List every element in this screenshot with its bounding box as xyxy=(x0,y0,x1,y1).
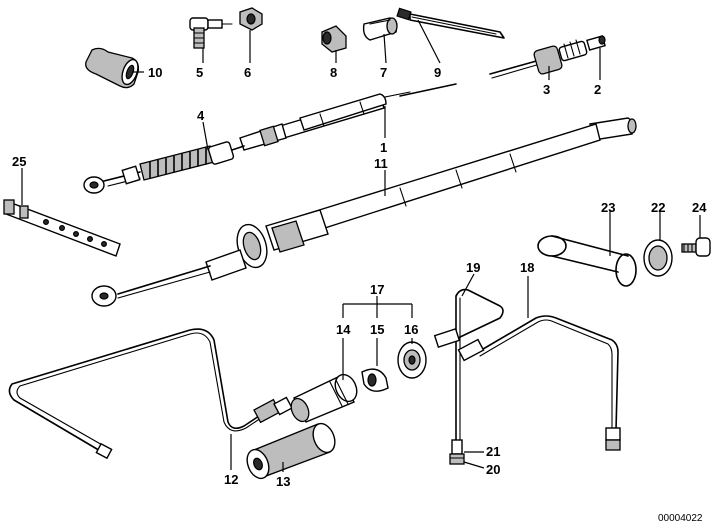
callout-4: 4 xyxy=(197,108,205,123)
part-24-bolt xyxy=(681,237,711,257)
callout-20: 20 xyxy=(486,462,500,477)
callout-10: 10 xyxy=(148,65,162,80)
part-15-bushing xyxy=(361,368,389,392)
callout-19: 19 xyxy=(466,260,480,275)
callout-15: 15 xyxy=(370,322,384,337)
callout-2: 2 xyxy=(594,82,601,97)
part-1-cable-assembly xyxy=(83,83,457,194)
callout-12: 12 xyxy=(224,472,238,487)
callout-17: 17 xyxy=(370,282,384,297)
callout-5: 5 xyxy=(196,65,203,80)
part-9-cable-tie xyxy=(396,7,505,39)
part-19-line xyxy=(433,288,504,465)
part-7-bushing xyxy=(362,17,398,41)
part-13-grip-tube xyxy=(246,422,336,480)
callout-8: 8 xyxy=(330,65,337,80)
part-6-nut xyxy=(239,7,263,31)
callout-labels: 10 5 6 8 7 9 3 2 4 1 11 25 23 22 24 17 1… xyxy=(12,65,707,489)
part-12-brake-line xyxy=(8,328,293,460)
part-18-line xyxy=(457,315,621,451)
callout-14: 14 xyxy=(336,322,351,337)
callout-22: 22 xyxy=(651,200,665,215)
part-14-sleeve xyxy=(290,373,358,423)
callout-25: 25 xyxy=(12,154,26,169)
callout-11: 11 xyxy=(374,156,388,171)
callout-9: 9 xyxy=(434,65,441,80)
part-16-grommet xyxy=(397,341,427,379)
callout-7: 7 xyxy=(380,65,387,80)
callout-23: 23 xyxy=(601,200,615,215)
part-3-adjuster xyxy=(489,39,588,79)
callout-21: 21 xyxy=(486,444,500,459)
leader-lines xyxy=(21,19,701,472)
callout-24: 24 xyxy=(692,200,707,215)
callout-13: 13 xyxy=(276,474,290,489)
part-22-ring xyxy=(643,239,673,277)
callout-16: 16 xyxy=(404,322,418,337)
part-11-long-cable xyxy=(91,117,637,307)
part-23-seal-ring xyxy=(537,235,637,287)
part-2-cable-end xyxy=(586,35,606,51)
document-number: 00004022 xyxy=(658,513,703,524)
part-5-bolt xyxy=(189,17,233,49)
part-8-sleeve xyxy=(321,25,347,53)
part-25-bracket-strap xyxy=(3,199,121,257)
callout-18: 18 xyxy=(520,260,534,275)
part-10-grip-sleeve xyxy=(85,47,140,89)
callout-3: 3 xyxy=(543,82,550,97)
callout-6: 6 xyxy=(244,65,251,80)
callout-1: 1 xyxy=(380,140,387,155)
